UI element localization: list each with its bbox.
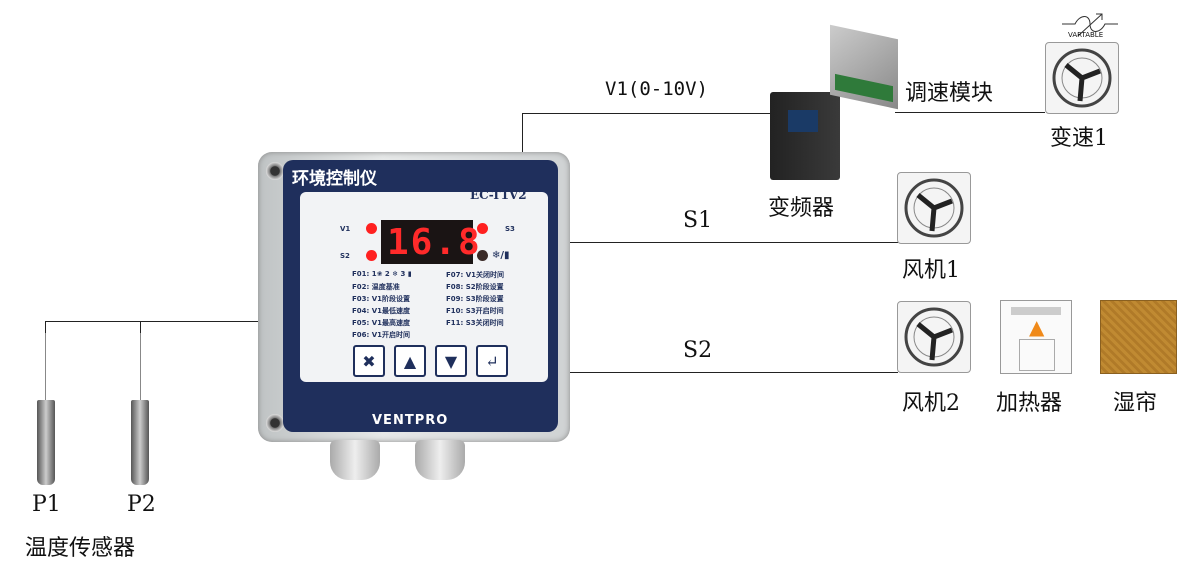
s2-label: S2 [683, 338, 713, 363]
sensor-wire-p1 [45, 321, 46, 333]
heater-vent [1011, 307, 1061, 315]
sensors-label: 温度传感器 [25, 536, 136, 561]
cable-gland [330, 440, 380, 480]
fan-icon [1052, 48, 1112, 108]
enter-icon: ↵ [485, 351, 499, 371]
controller-model: EC-T1V2 [470, 188, 527, 202]
snowflake-icon: ❄/▮ [492, 250, 510, 261]
sensor-cable-p2 [140, 333, 141, 403]
inverter-screen [788, 110, 818, 132]
enter-button[interactable]: ↵ [476, 345, 508, 377]
heater-label: 加热器 [996, 391, 1063, 416]
cooling-pad [1100, 300, 1177, 374]
s3-led [477, 223, 488, 234]
display-value: 16.8 [387, 222, 482, 263]
s1-wire [565, 242, 898, 243]
sensor-wire [45, 321, 258, 322]
variable-tag: VARTABLE [1068, 31, 1104, 39]
led-display: 16.8 [381, 220, 480, 264]
heater-body [1019, 339, 1055, 371]
v1-signal-label: V1(0-10V) [605, 78, 708, 100]
cooling-pad-label: 湿帘 [1113, 391, 1158, 416]
speed-module-label: 调速模块 [905, 81, 994, 106]
s3-indicator-label: S3 [505, 225, 515, 233]
function-item: F08: S2阶段设置 [446, 283, 504, 291]
module-wire [895, 112, 1045, 113]
s2-wire [565, 372, 898, 373]
cable-gland [415, 440, 465, 480]
controller-title: 环境控制仪 [292, 164, 377, 189]
fan-icon [904, 307, 964, 367]
function-item: F07: V1关闭时间 [446, 271, 505, 279]
up-arrow-icon: ▲ [403, 351, 417, 371]
v1-wire [522, 113, 772, 114]
inverter-label: 变频器 [768, 196, 835, 221]
fan1-label: 风机1 [902, 258, 960, 283]
down-button[interactable]: ▼ [435, 345, 467, 377]
function-item: F06: V1开启时间 [352, 331, 411, 339]
fan-1 [897, 172, 971, 244]
function-item: F03: V1阶段设置 [352, 295, 411, 303]
fan2-label: 风机2 [902, 391, 960, 416]
function-item: F10: S3开启时间 [446, 307, 504, 315]
mode-led [477, 250, 488, 261]
v1-indicator-label: V1 [340, 225, 351, 233]
up-button[interactable]: ▲ [394, 345, 426, 377]
function-item: F11: S3关闭时间 [446, 319, 504, 327]
variable-symbol-icon [1062, 13, 1118, 37]
fan-2 [897, 301, 971, 373]
screw-icon [266, 414, 284, 432]
v1-led [366, 223, 377, 234]
variable-fan [1045, 42, 1119, 114]
down-arrow-icon: ▼ [444, 351, 458, 371]
temperature-sensor-p1 [37, 400, 55, 485]
p1-label: P1 [32, 492, 61, 517]
speed-module-device [830, 24, 898, 110]
sensor-cable-p1 [45, 333, 46, 403]
flame-icon: ▲ [1029, 315, 1045, 339]
wrench-icon: ✖ [362, 351, 376, 371]
brand-logo: VENTPRO [372, 413, 449, 428]
module-board [835, 73, 893, 103]
function-item: F09: S3阶段设置 [446, 295, 504, 303]
fan-icon [904, 178, 964, 238]
s1-label: S1 [683, 208, 713, 233]
function-item: F05: V1最高速度 [352, 319, 411, 327]
function-item: F02: 温度基准 [352, 283, 400, 291]
p2-label: P2 [127, 492, 156, 517]
heater: ▲ [1000, 300, 1072, 374]
sensor-wire-p2 [140, 321, 141, 333]
s2-led [366, 250, 377, 261]
variable-fan-label: 变速1 [1050, 126, 1108, 151]
function-item: F01: 1❀ 2 ❄ 3 ▮ [352, 270, 412, 278]
v1-wire-vertical [522, 113, 523, 158]
s2-indicator-label: S2 [340, 252, 350, 260]
function-item: F04: V1最低速度 [352, 307, 411, 315]
screw-icon [266, 162, 284, 180]
settings-button[interactable]: ✖ [353, 345, 385, 377]
inverter-device [770, 92, 840, 180]
temperature-sensor-p2 [131, 400, 149, 485]
